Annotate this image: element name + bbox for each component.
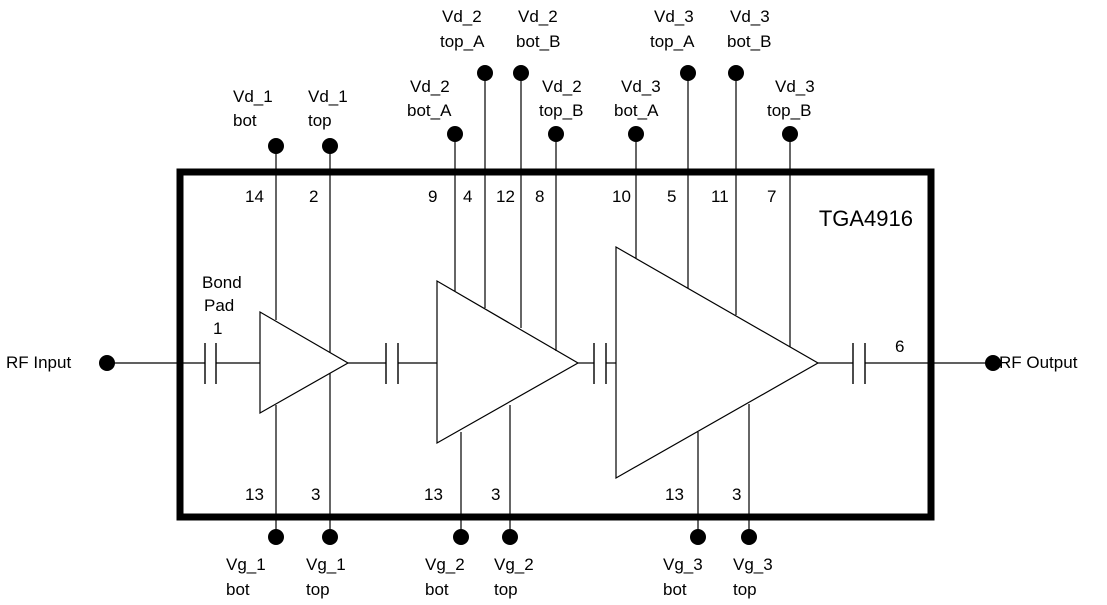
svg-text:1: 1 [213,319,222,338]
rf-output-pin: 6 [895,337,904,356]
vd2-bot-b-label-1: Vd_2 [518,7,558,26]
amplifier-stage-3 [615,245,820,480]
bond-pad-label: Bond Pad 1 [202,273,242,338]
pin-vg1-bot: 13 [245,485,264,504]
vd3-bot-b-label-1: Vd_3 [730,7,770,26]
pin-vg2-bot: 13 [424,485,443,504]
pin-vd2-bot-b: 12 [496,187,515,206]
vd3-top-b-label-2: top_B [767,101,811,120]
gate-labels: Vg_1 bot Vg_1 top Vg_2 bot Vg_2 top Vg_3… [226,555,773,599]
vd3-bot-a-pad [628,126,644,142]
pin-vd2-top-a: 4 [463,187,472,206]
vg1-bot-pad [268,529,284,545]
vd3-bot-b-label-2: bot_B [727,32,771,51]
amplifier-stage-1 [259,310,350,415]
vd2-bot-b-label-2: bot_B [516,32,560,51]
vd1-bot-pad [268,138,284,154]
rf-input-label: RF Input [6,353,71,372]
vg3-top-label-2: top [733,580,757,599]
drain-labels: Vd_1 bot Vd_1 top Vd_2 bot_A Vd_2 top_A … [233,7,815,130]
pin-vd2-top-b: 8 [535,187,544,206]
capacitor-output [852,343,866,384]
vg1-top-label-2: top [306,580,330,599]
rf-input-pad [99,355,115,371]
vd3-bot-a-label-2: bot_A [614,101,659,120]
rf-output-label: RF Output [999,353,1078,372]
vg3-top-label-1: Vg_3 [733,555,773,574]
vd1-top-label-2: top [308,111,332,130]
pin-vg3-top: 3 [732,485,741,504]
vd3-top-a-pad [680,65,696,81]
pin-vd1-top: 2 [309,187,318,206]
vd3-top-b-pad [782,126,798,142]
vg3-top-pad [741,529,757,545]
capacitor-interstage-2 [593,343,607,384]
pin-vd3-bot-b: 11 [711,187,729,206]
vg2-bot-pad [453,529,469,545]
vd2-top-b-pad [548,126,564,142]
vg1-bot-label-2: bot [226,580,250,599]
vg1-top-label-1: Vg_1 [306,555,346,574]
pin-vg1-top: 3 [311,485,320,504]
svg-text:Bond: Bond [202,273,242,292]
vd3-bot-a-label-1: Vd_3 [621,77,661,96]
vd2-top-b-label-2: top_B [539,101,583,120]
capacitor-input [204,343,217,384]
vg2-top-label-1: Vg_2 [494,555,534,574]
vg3-bot-pad [690,529,706,545]
vd2-bot-a-label-1: Vd_2 [410,77,450,96]
bias-pads [268,65,798,545]
vg3-bot-label-1: Vg_3 [663,555,703,574]
vd3-top-b-label-1: Vd_3 [775,77,815,96]
amplifier-stage-2 [436,279,580,445]
svg-text:Pad: Pad [204,296,234,315]
pin-vd1-bot: 14 [245,187,264,206]
vd1-top-label-1: Vd_1 [308,87,348,106]
vg2-bot-label-2: bot [425,580,449,599]
pin-vd3-top-b: 7 [767,187,776,206]
rf-output-pad [985,355,1001,371]
vd1-bot-label-2: bot [233,111,257,130]
vd3-top-a-label-1: Vd_3 [654,7,694,26]
vg3-bot-label-2: bot [663,580,687,599]
drain-pin-numbers: 14 2 9 4 12 8 10 5 11 7 [245,187,776,206]
vd2-top-a-label-1: Vd_2 [442,7,482,26]
chip-name: TGA4916 [819,206,913,231]
vd2-bot-a-label-2: bot_A [407,101,452,120]
vd3-bot-b-pad [728,65,744,81]
vd1-bot-label-1: Vd_1 [233,87,273,106]
pin-vd3-top-a: 5 [667,187,676,206]
gate-pin-numbers: 13 3 13 3 13 3 [245,485,741,504]
pin-vd3-bot-a: 10 [612,187,631,206]
vg1-top-pad [322,529,338,545]
vd2-top-a-pad [477,65,493,81]
vd2-top-b-label-1: Vd_2 [542,77,582,96]
bias-lines [275,73,791,533]
vd1-top-pad [322,138,338,154]
vd3-top-a-label-2: top_A [650,32,695,51]
pin-vg2-top: 3 [491,485,500,504]
vg2-bot-label-1: Vg_2 [425,555,465,574]
vg1-bot-label-1: Vg_1 [226,555,266,574]
vd2-top-a-label-2: top_A [440,32,485,51]
vd2-bot-b-pad [513,65,529,81]
vg2-top-label-2: top [494,580,518,599]
vg2-top-pad [502,529,518,545]
pin-vg3-bot: 13 [665,485,684,504]
vd2-bot-a-pad [447,126,463,142]
capacitor-interstage-1 [385,343,399,384]
pin-vd2-bot-a: 9 [428,187,437,206]
